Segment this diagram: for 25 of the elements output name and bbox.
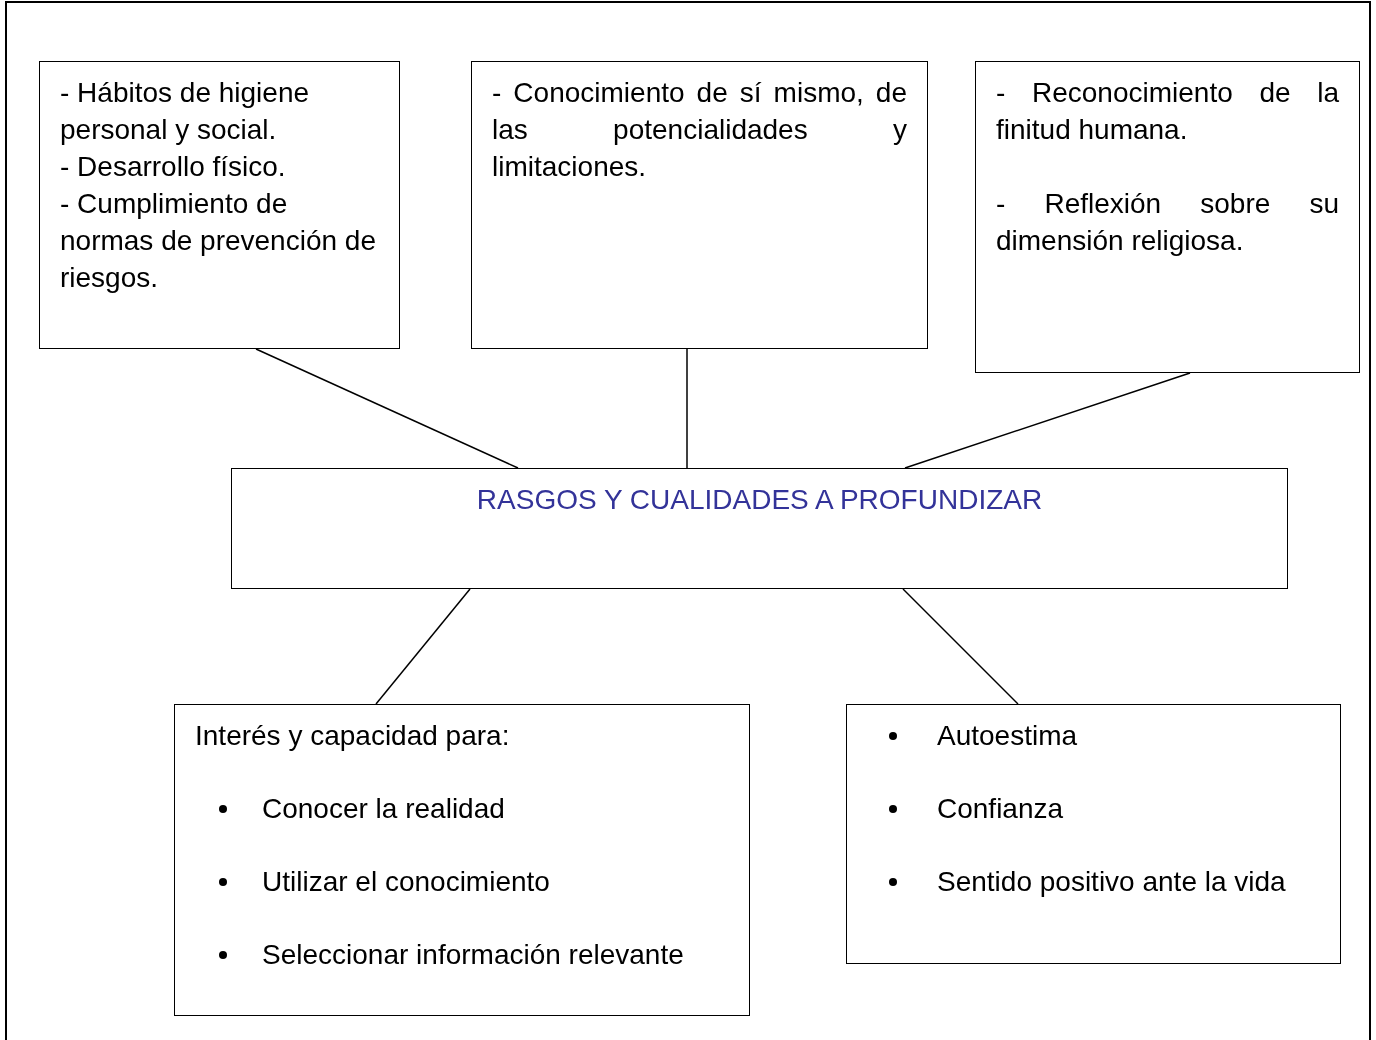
list-item: Autoestima (937, 720, 1078, 751)
text-box (975, 61, 1360, 373)
text-box (174, 704, 750, 1016)
connector-line (686, 348, 688, 469)
list-heading: Interés y capacidad para: (195, 719, 511, 753)
list-item: Seleccionar información relevante (262, 939, 684, 970)
list-item: Utilizar el conocimiento (262, 866, 550, 897)
connector-line (904, 372, 1191, 469)
box-text: - Hábitos de higiene personal y social. (60, 76, 311, 147)
list-item: Confianza (937, 793, 1064, 824)
list-item: Conocer la realidad (262, 793, 505, 824)
text-box (39, 61, 400, 349)
box-text: - Reflexión sobre su dimensión religiosa. (996, 187, 1339, 258)
box-text: - Conocimiento de sí mismo, de las potencialidades y limitaciones. (492, 76, 907, 184)
text-box (471, 61, 928, 349)
list-item: Sentido positivo ante la vida (937, 866, 1286, 897)
diagram-heading: RASGOS Y CUALIDADES A PROFUNDIZAR (475, 483, 1044, 517)
box-text: - Desarrollo físico. (60, 150, 287, 184)
text-box (231, 468, 1288, 589)
box-text: - Reconocimiento de la finitud humana. (996, 76, 1339, 147)
box-text: - Cumplimiento de normas de prevención de riesgos. (60, 187, 377, 295)
text-box (846, 704, 1341, 964)
connector-line (902, 588, 1019, 705)
connector-line (375, 588, 471, 705)
connector-line (255, 348, 519, 469)
